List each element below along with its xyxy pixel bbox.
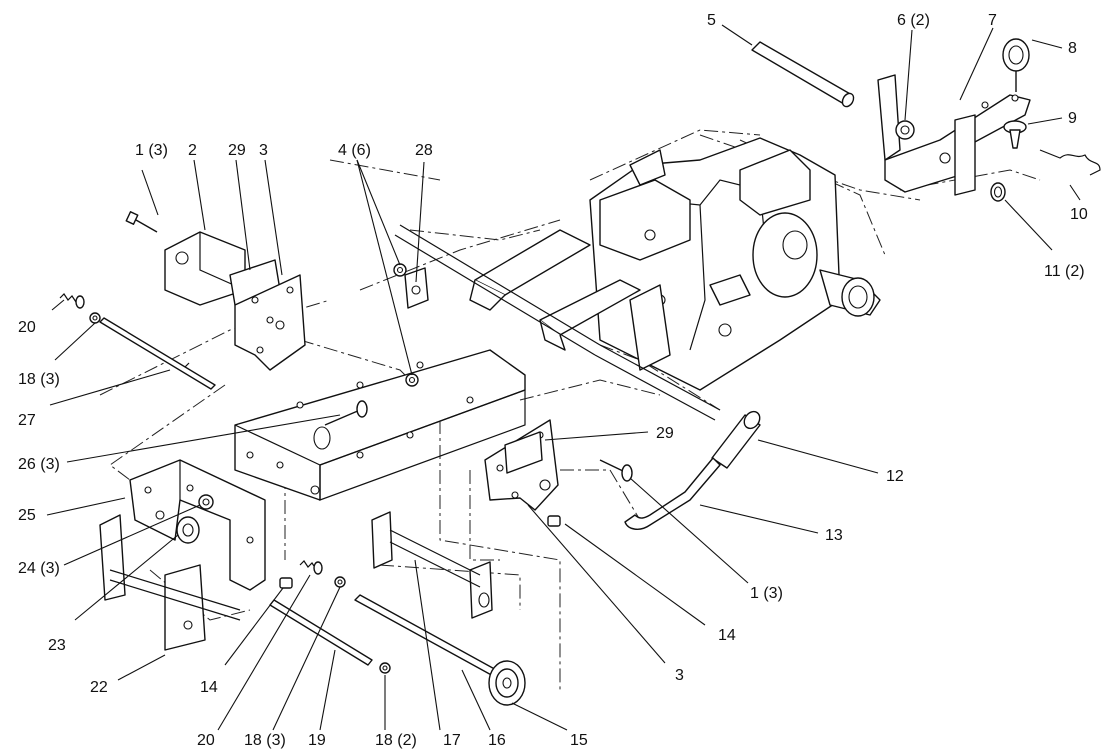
callout-19: 19 <box>308 732 326 749</box>
callout-20-upper: 20 <box>18 319 36 336</box>
callout-3-lower: 3 <box>675 667 684 684</box>
callout-20-lower: 20 <box>197 732 215 749</box>
washer-18-lower <box>334 576 346 588</box>
callout-6: 6 (2) <box>897 12 930 29</box>
callout-7: 7 <box>988 12 997 29</box>
callout-3-upper: 3 <box>259 142 268 159</box>
hitch-pin-10 <box>1039 149 1101 176</box>
spacer-29-lower <box>504 431 543 474</box>
callout-12: 12 <box>886 468 904 485</box>
callout-25: 25 <box>18 507 36 524</box>
hitch-bracket-6 <box>877 74 915 161</box>
callout-labels: 1 (3) 2 29 3 4 (6) 28 5 6 (2) 7 8 9 10 1… <box>18 12 1088 749</box>
pin-5 <box>751 41 855 108</box>
callout-26: 26 (3) <box>18 456 60 473</box>
callout-2: 2 <box>188 142 197 159</box>
leader-lines <box>46 24 1081 731</box>
bolt-26 <box>324 400 368 426</box>
callout-5: 5 <box>707 12 716 29</box>
callout-16: 16 <box>488 732 506 749</box>
callout-10: 10 <box>1070 206 1088 223</box>
callout-29-lower: 29 <box>656 425 674 442</box>
callout-13: 13 <box>825 527 843 544</box>
bolt-1-upper <box>125 211 158 233</box>
pin-14-right <box>547 515 561 527</box>
callout-1-upper: 1 (3) <box>135 142 168 159</box>
rod-19 <box>269 599 373 666</box>
callout-9: 9 <box>1068 110 1077 127</box>
callout-18-upper: 18 (3) <box>18 371 60 388</box>
nut-4-lower <box>405 373 419 387</box>
callout-15: 15 <box>570 732 588 749</box>
callout-27: 27 <box>18 412 36 429</box>
grip-12 <box>711 410 761 469</box>
washer-18-upper <box>89 312 101 324</box>
bolt-1-lower <box>599 459 633 482</box>
washer-9 <box>1003 120 1027 149</box>
control-rod-27 <box>99 317 216 390</box>
spring-20-upper <box>59 293 85 309</box>
roller-23 <box>176 516 200 544</box>
nut-4-upper <box>393 263 407 277</box>
control-rod-13 <box>624 457 721 530</box>
callout-28: 28 <box>415 142 433 159</box>
housing-side-rails <box>394 224 721 421</box>
callout-18-lower: 18 (3) <box>244 732 286 749</box>
bracket-25 <box>129 459 266 591</box>
callout-8: 8 <box>1068 40 1077 57</box>
retaining-ring-11 <box>990 182 1006 202</box>
pin-14-lower <box>279 577 293 589</box>
hitch-plate-7 <box>884 94 1031 196</box>
transmission-housing <box>589 137 881 391</box>
callout-1-lower: 1 (3) <box>750 585 783 602</box>
nut-24 <box>198 494 214 510</box>
spring-20-lower <box>299 560 323 575</box>
callout-23: 23 <box>48 637 66 654</box>
assembly-phantom-lines <box>99 129 1041 690</box>
eye-bolt-8 <box>1002 38 1030 92</box>
callout-29-upper: 29 <box>228 142 246 159</box>
callout-14-left: 14 <box>200 679 218 696</box>
side-plate-3-upper <box>234 274 306 371</box>
clip-28 <box>404 267 429 309</box>
callout-22: 22 <box>90 679 108 696</box>
plate-22-left <box>99 514 241 651</box>
bracket-17 <box>371 511 493 619</box>
callout-17: 17 <box>443 732 461 749</box>
callout-11: 11 (2) <box>1044 263 1085 280</box>
callout-4: 4 (6) <box>338 142 371 159</box>
pulley-15 <box>488 660 526 706</box>
callout-24: 24 (3) <box>18 560 60 577</box>
callout-14-right: 14 <box>718 627 736 644</box>
washer-18-pair <box>379 662 391 674</box>
callout-18-pair: 18 (2) <box>375 732 417 749</box>
main-frame-rail <box>234 349 526 501</box>
